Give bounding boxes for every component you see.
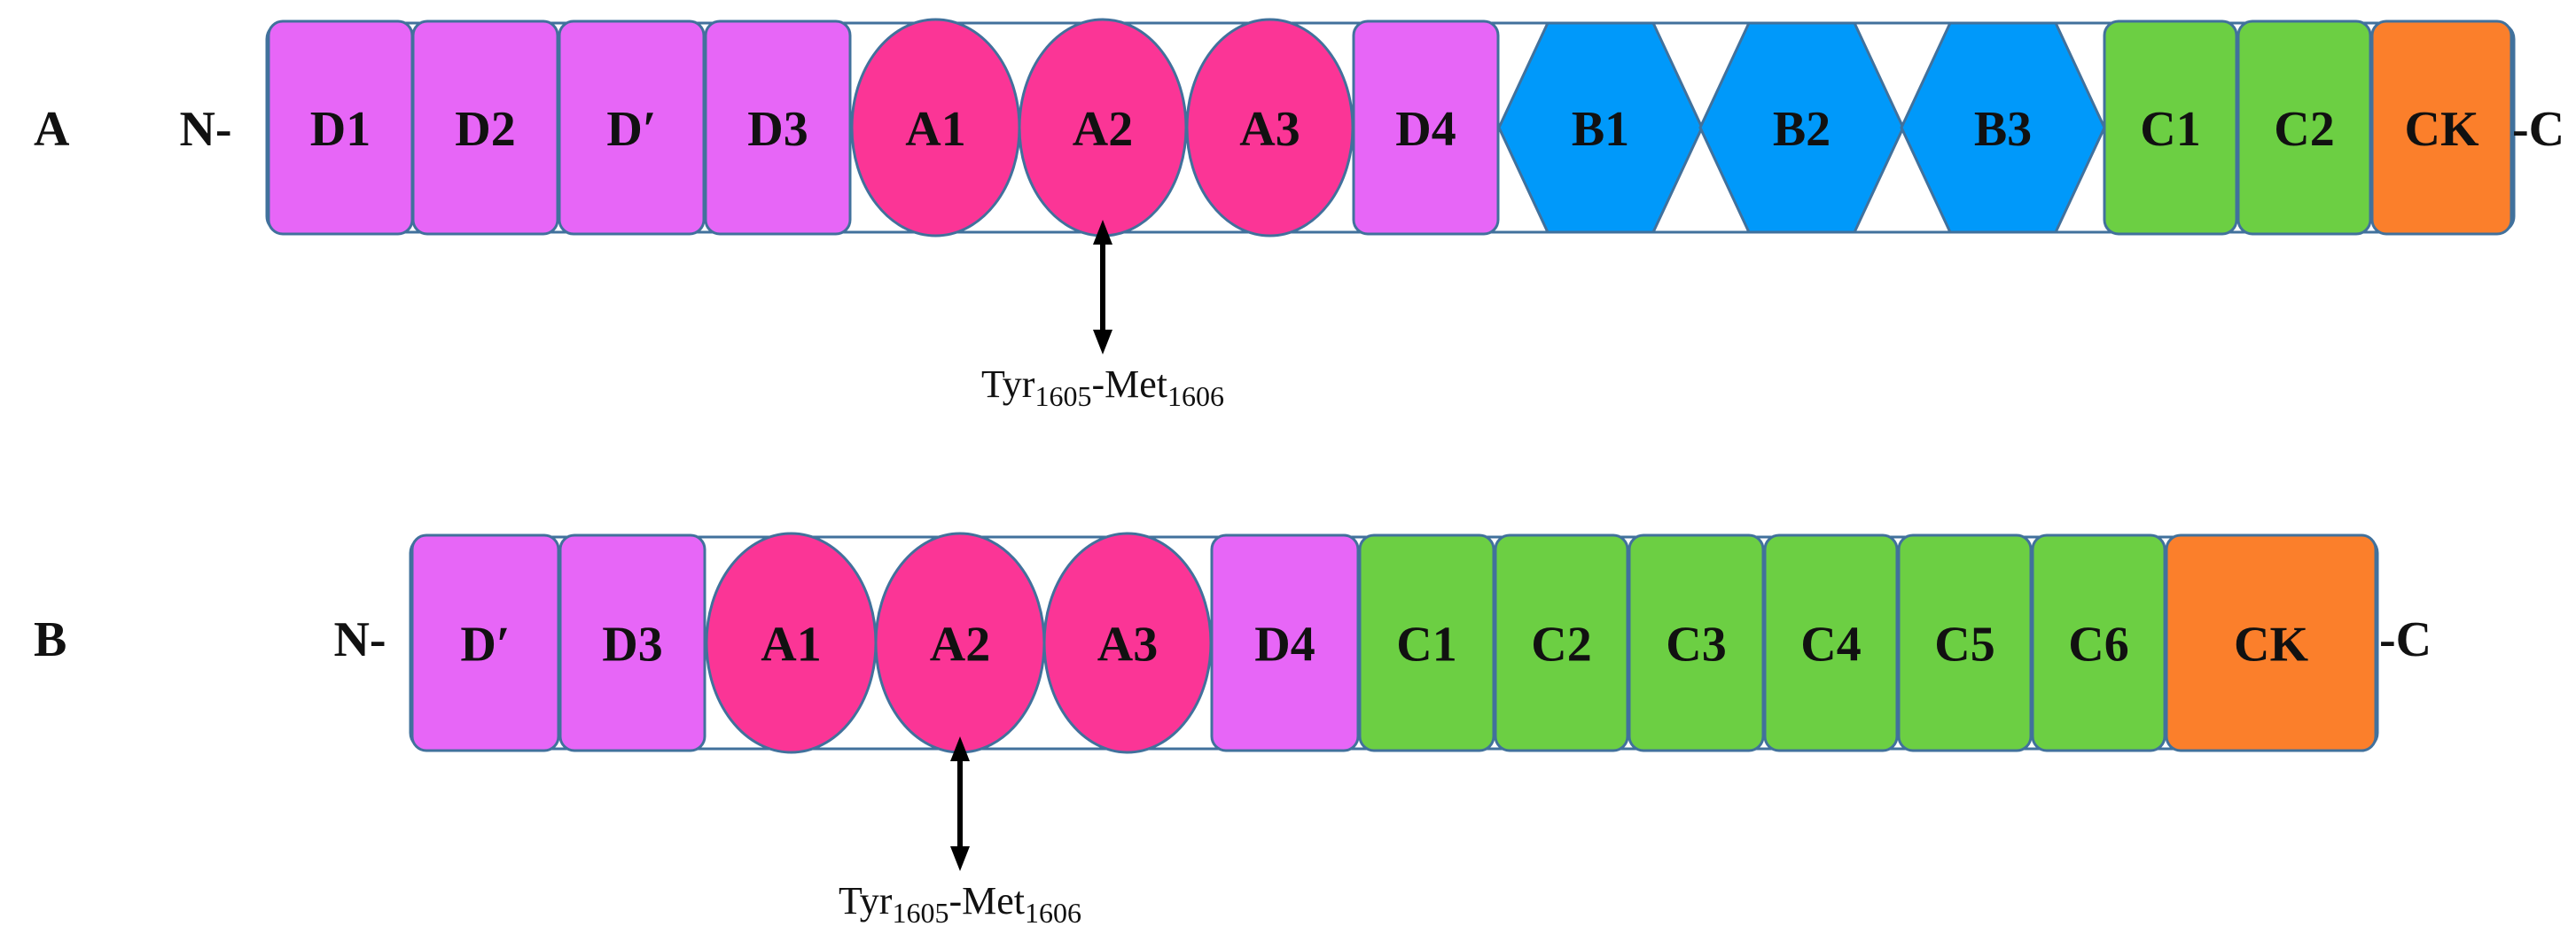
domain-a2-label: A2 [930,618,990,673]
domain-ck-label: CK [2234,618,2308,673]
domain-c5-shape [1897,533,2033,752]
cleavage-residue1: Tyr [981,362,1035,406]
domain-c3-label: C3 [1666,618,1726,673]
panel-label: B [34,612,66,667]
cleavage-separator: - [948,879,962,923]
domain-ck-shape [2165,533,2377,752]
domain-a3-label: A3 [1097,618,1158,673]
domain-b3-label: B3 [1974,102,2032,157]
domain-c1-shape [2103,19,2238,236]
cleavage-arrowhead-up [1093,220,1112,245]
domain-a2-label: A2 [1073,102,1133,157]
cleavage-arrowhead-down [950,846,970,871]
domain-ck-shape [2370,19,2513,236]
domain-c1-label: C1 [1396,618,1456,673]
c-terminus-label: -C [2379,612,2432,667]
domain-d-prime-label: D′ [606,102,656,157]
domain-a1-label: A1 [905,102,965,157]
cleavage-pos2: 1606 [1167,380,1224,412]
domain-d4-label: D4 [1395,102,1456,157]
domain-d3-label: D3 [602,618,662,673]
domain-b2-label: B2 [1773,102,1831,157]
domain-d3-shape [704,19,852,236]
domain-d-prime-label: D′ [460,618,510,673]
cleavage-residue2: Met [962,879,1025,923]
domain-c6-shape [2031,533,2166,752]
domain-c4-label: C4 [1800,618,1861,673]
domain-c2-label: C2 [1531,618,1591,673]
cleavage-arrowhead-down [1093,330,1112,354]
panel-b: B N- -C D′ D3 A1 A2 A3 D4 C1 C2 C3 C4 C5 C6 CK Tyr1605-M… [34,532,2432,929]
domain-d-prime-shape [410,533,560,752]
domain-c3-shape [1628,533,1765,752]
domain-d1-label: D1 [310,102,371,157]
domain-d2-shape [411,19,559,236]
domain-c4-shape [1763,533,1899,752]
domain-c2-shape [1494,533,1629,752]
domain-a3-label: A3 [1239,102,1300,157]
cleavage-residue2: Met [1105,362,1167,406]
domain-c1-shape [1358,533,1495,752]
domain-d4-shape [1210,533,1360,752]
cleavage-pos1: 1605 [892,897,948,929]
c-terminus-label: -C [2512,102,2564,157]
domain-d3-shape [558,533,706,752]
domain-d3-label: D3 [747,102,808,157]
cleavage-residue1: Tyr [839,879,893,923]
domain-d-prime-shape [558,19,706,236]
domain-ck-label: CK [2405,102,2479,157]
cleavage-site-label: Tyr1605-Met1606 [839,879,1081,929]
panel-a: A N- -C D1 D2 D′ D3 A1 A2 A3 D4 B1 B2 B3 C1 C2 CK Tyr1605… [34,18,2564,412]
domain-c6-label: C6 [2068,618,2128,673]
domain-c5-label: C5 [1934,618,1994,673]
cleavage-pos1: 1605 [1034,380,1091,412]
cleavage-arrowhead-up [950,736,970,761]
cleavage-site-label: Tyr1605-Met1606 [981,362,1224,412]
cleavage-separator: - [1091,362,1105,406]
domain-a1-label: A1 [761,618,821,673]
n-terminus-label: N- [333,612,386,667]
domain-c2-shape [2236,19,2372,236]
cleavage-pos2: 1606 [1025,897,1081,929]
domain-c2-label: C2 [2274,102,2334,157]
panel-label: A [34,102,70,157]
domain-c1-label: C1 [2140,102,2200,157]
domain-d2-label: D2 [455,102,515,157]
domain-b1-label: B1 [1572,102,1629,157]
n-terminus-label: N- [179,102,231,157]
domain-d4-label: D4 [1254,618,1315,673]
